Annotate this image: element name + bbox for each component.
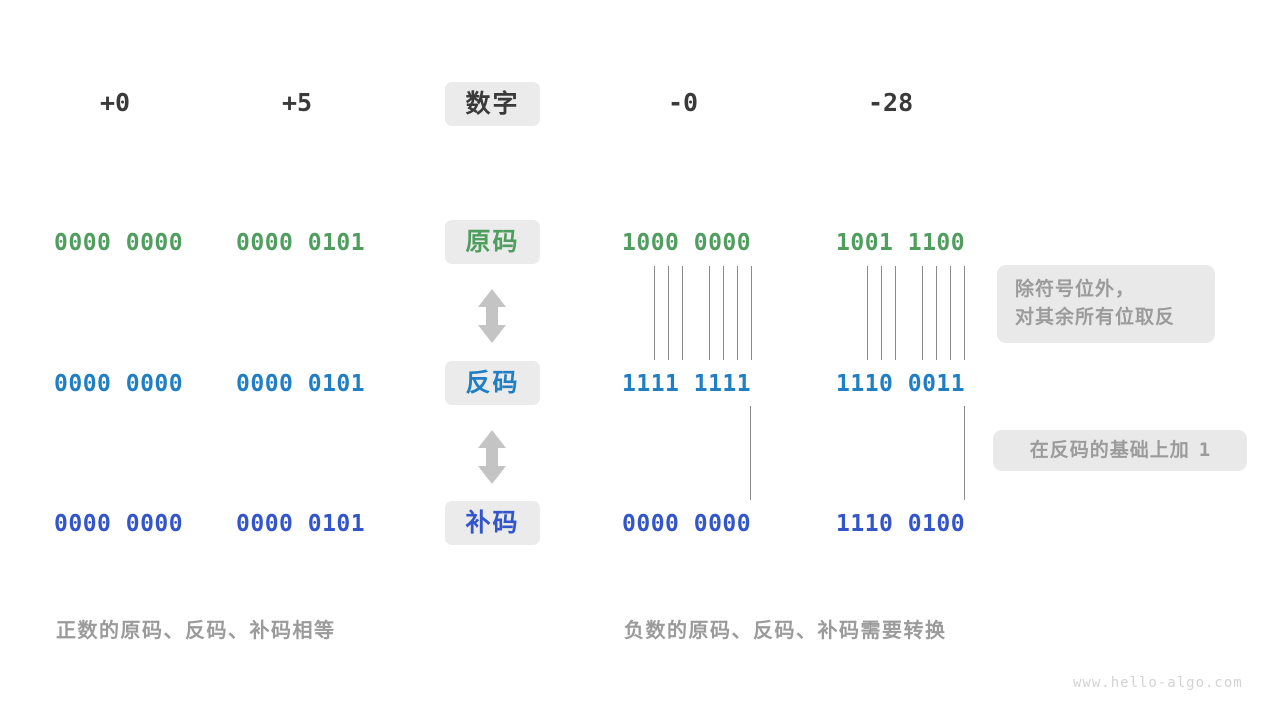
connector-line-neg-twentyeight-invert-6 (949, 266, 952, 360)
ones-complement-neg-zero: 1111 1111 (622, 371, 752, 397)
row-label-ones-complement: 反码 (445, 361, 540, 405)
number-header-pos-five: +5 (282, 88, 313, 117)
twos-complement-pos-zero: 0000 0000 (54, 511, 184, 537)
connector-line-neg-twentyeight-invert-3 (894, 266, 897, 360)
number-header-pos-zero: +0 (100, 88, 131, 117)
connector-line-neg-zero-invert-4 (708, 266, 711, 360)
note-invert-line-1: 除符号位外， (1015, 279, 1136, 301)
note-add-one: 在反码的基础上加 1 (993, 430, 1247, 471)
double-head-vertical-arrow-icon-top (475, 288, 509, 349)
connector-line-neg-twentyeight-addone (963, 406, 966, 500)
true-form-pos-zero: 0000 0000 (54, 230, 184, 256)
row-label-heading: 数字 (445, 82, 540, 126)
connector-line-neg-zero-invert-3 (681, 266, 684, 360)
connector-line-neg-zero-invert-5 (722, 266, 725, 360)
true-form-neg-twentyeight: 1001 1100 (836, 230, 966, 256)
number-header-neg-twentyeight: -28 (868, 88, 914, 117)
connector-line-neg-zero-invert-6 (736, 266, 739, 360)
row-label-true-form: 原码 (445, 220, 540, 264)
connector-line-neg-zero-invert-7 (750, 266, 753, 360)
connector-line-neg-zero-addone (749, 406, 752, 500)
watermark: www.hello-algo.com (1073, 675, 1243, 691)
connector-line-neg-twentyeight-invert-2 (880, 266, 883, 360)
twos-complement-neg-zero: 0000 0000 (622, 511, 752, 537)
note-invert-bits: 除符号位外， 对其余所有位取反 (997, 265, 1215, 343)
twos-complement-pos-five: 0000 0101 (236, 511, 366, 537)
ones-complement-neg-twentyeight: 1110 0011 (836, 371, 966, 397)
ones-complement-pos-five: 0000 0101 (236, 371, 366, 397)
double-head-vertical-arrow-icon-bottom (475, 429, 509, 490)
connector-line-neg-zero-invert-2 (667, 266, 670, 360)
caption-negative: 负数的原码、反码、补码需要转换 (624, 620, 947, 642)
true-form-neg-zero: 1000 0000 (622, 230, 752, 256)
twos-complement-neg-twentyeight: 1110 0100 (836, 511, 966, 537)
connector-line-neg-zero-invert-1 (653, 266, 656, 360)
note-add-one-text: 在反码的基础上加 (1029, 439, 1190, 461)
connector-line-neg-twentyeight-invert-4 (921, 266, 924, 360)
ones-complement-pos-zero: 0000 0000 (54, 371, 184, 397)
connector-line-neg-twentyeight-invert-7 (963, 266, 966, 360)
connector-line-neg-twentyeight-invert-1 (866, 266, 869, 360)
connector-line-neg-twentyeight-invert-5 (935, 266, 938, 360)
note-add-one-value: 1 (1198, 438, 1211, 461)
number-header-neg-zero: -0 (668, 88, 699, 117)
true-form-pos-five: 0000 0101 (236, 230, 366, 256)
caption-positive: 正数的原码、反码、补码相等 (56, 620, 336, 642)
row-label-twos-complement: 补码 (445, 501, 540, 545)
note-invert-line-2: 对其余所有位取反 (1015, 307, 1176, 328)
